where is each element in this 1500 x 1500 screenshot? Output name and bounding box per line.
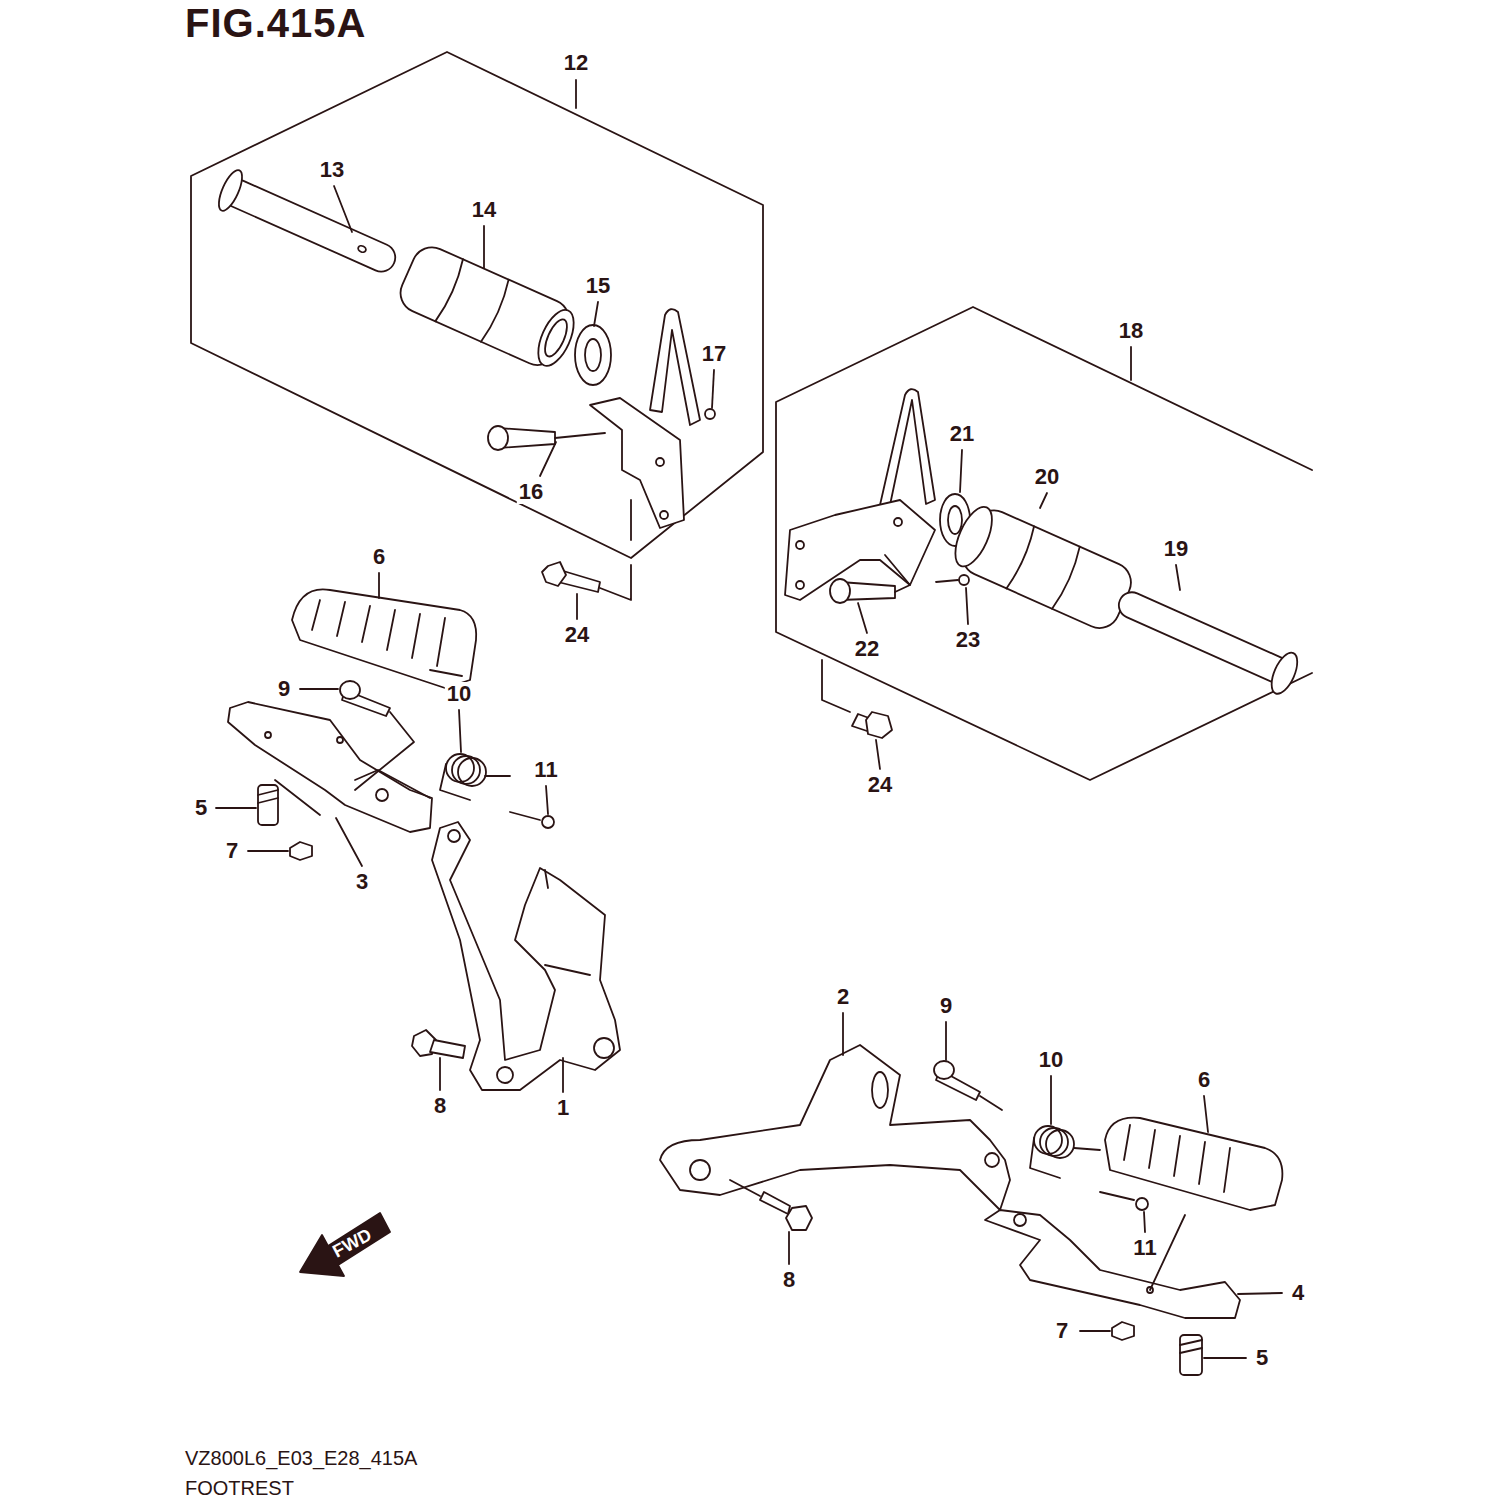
bolt (730, 1180, 812, 1230)
nut (290, 842, 312, 860)
callout-number: 2 (835, 985, 851, 1009)
callout-number: 6 (1196, 1068, 1212, 1092)
callout-number: 19 (1162, 537, 1190, 561)
callout-number: 24 (563, 623, 591, 647)
pin (1111, 580, 1302, 697)
pivot-pin (934, 1061, 1002, 1110)
figure-title: FIG.415A (185, 0, 366, 46)
callout-number: 12 (562, 51, 590, 75)
footpeg-bracket (985, 1210, 1240, 1318)
footpeg-rubber (1105, 1118, 1282, 1210)
callout-number: 22 (853, 637, 881, 661)
figure-caption: FOOTREST (185, 1476, 294, 1500)
callout-number: 13 (318, 158, 346, 182)
rubber-grip (394, 241, 582, 375)
pin (214, 167, 403, 283)
callout-number: 10 (1037, 1048, 1065, 1072)
e-clip (1136, 1198, 1148, 1210)
callout-number: 1 (555, 1096, 571, 1120)
callout-number: 24 (866, 773, 894, 797)
callout-number: 15 (584, 274, 612, 298)
callout-number: 8 (432, 1094, 448, 1118)
footpeg-bracket (228, 702, 432, 832)
callout-number: 21 (948, 422, 976, 446)
stopper-bolt (258, 780, 320, 825)
callout-number: 16 (517, 480, 545, 504)
clevis-pin (488, 426, 605, 450)
callout-number: 20 (1033, 465, 1061, 489)
pivot-pin (340, 681, 414, 790)
callout-number: 9 (276, 677, 292, 701)
callout-number: 17 (700, 342, 728, 366)
e-clip (959, 575, 969, 585)
footpeg-rubber (292, 589, 476, 688)
clevis-pin (830, 555, 910, 603)
callout-number: 9 (938, 994, 954, 1018)
callout-number: 3 (354, 870, 370, 894)
callout-number: 4 (1290, 1281, 1306, 1305)
footrest-bracket (590, 309, 715, 540)
forward-arrow (300, 1213, 390, 1276)
bolt (542, 562, 631, 600)
e-clip (542, 816, 554, 828)
rubber-grip (947, 500, 1137, 635)
callout-number: 23 (954, 628, 982, 652)
footrest-holder (660, 1045, 1010, 1210)
bolt (822, 660, 892, 738)
stopper-bolt (1180, 1335, 1202, 1375)
callout-number: 5 (1254, 1346, 1270, 1370)
group-outline (191, 52, 763, 558)
bolt (412, 1030, 465, 1058)
nut (1112, 1322, 1134, 1340)
callout-number: 7 (224, 839, 240, 863)
callout-number: 5 (193, 796, 209, 820)
callout-number: 7 (1054, 1319, 1070, 1343)
leader-lines (216, 80, 1282, 1358)
callout-number: 8 (781, 1268, 797, 1292)
callout-number: 11 (1131, 1236, 1158, 1260)
spring (440, 754, 510, 800)
callout-number: 18 (1117, 319, 1145, 343)
callout-number: 6 (371, 545, 387, 569)
washer (575, 325, 611, 385)
group-outline (776, 307, 1312, 780)
spring (1030, 1126, 1100, 1178)
callout-number: 11 (532, 758, 559, 782)
model-code: VZ800L6_E03_E28_415A (185, 1446, 417, 1470)
callout-number: 14 (470, 198, 498, 222)
callout-number: 10 (445, 682, 473, 706)
footrest-bracket (785, 389, 935, 600)
